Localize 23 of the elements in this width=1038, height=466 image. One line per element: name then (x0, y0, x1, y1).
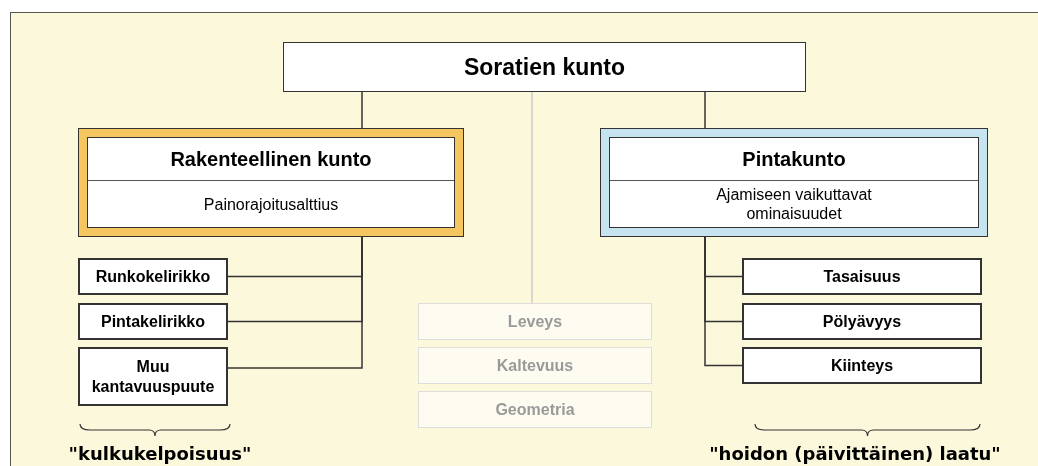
item-box: Runkokelirikko (78, 258, 228, 295)
connector-line (531, 91, 533, 304)
connector-line (227, 236, 363, 369)
box-heading: Rakenteellinen kunto (88, 138, 454, 181)
framed-box (78, 128, 464, 237)
item-box: Geometria (418, 391, 652, 428)
item-box: Tasaisuus (742, 258, 982, 295)
item-box: Pölyävyys (742, 303, 982, 340)
item-box: Kiinteys (742, 347, 982, 384)
item-box: Kaltevuus (418, 347, 652, 384)
connector-line (704, 236, 743, 367)
box-text: Ajamiseen vaikuttavat ominaisuudet (715, 185, 873, 224)
item-box: Leveys (418, 303, 652, 340)
box-heading: Pintakunto (610, 138, 978, 181)
title-box: Soratien kunto (283, 42, 806, 92)
group-label: "hoidon (päivittäinen) laatu" (708, 442, 1002, 466)
connector-line (361, 91, 363, 129)
framed-box (600, 128, 988, 237)
item-box: Muu kantavuuspuute (78, 347, 228, 406)
box-text: Painorajoitusalttius (202, 194, 340, 215)
connector-line (704, 91, 706, 129)
group-label: "kulkukelpoisuus" (67, 442, 253, 466)
item-box: Pintakelirikko (78, 303, 228, 340)
